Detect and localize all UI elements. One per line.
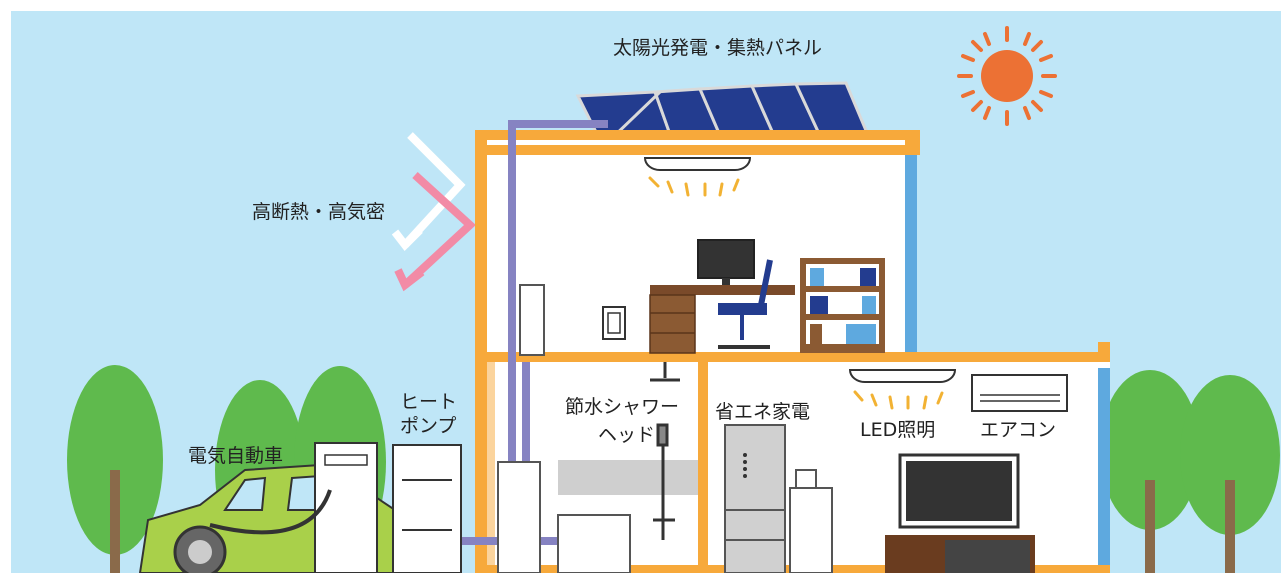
television-icon: [885, 453, 1035, 573]
ev-label: 電気自動車: [188, 445, 284, 467]
sun-icon: [957, 26, 1057, 126]
refrigerator-icon: [724, 424, 786, 573]
solar-panel-label: 太陽光発電・集熱パネル: [613, 37, 823, 59]
ev-charger-icon: [209, 442, 378, 573]
shower-label-line2: ヘッド: [598, 424, 656, 446]
aircon-label: エアコン: [980, 419, 1057, 441]
sink-counter: [789, 469, 833, 573]
arrow-icon: [391, 132, 476, 292]
ceiling-light-icon: [643, 157, 957, 410]
appliances-label: 省エネ家電: [715, 401, 811, 423]
water-tank: [519, 284, 545, 356]
water-heater-icon: [497, 461, 541, 573]
bathtub: [557, 514, 631, 573]
shower-label-line1: 節水シャワー: [565, 396, 680, 418]
air-conditioner-icon: [971, 374, 1068, 412]
bathroom-wall: [558, 460, 698, 495]
heat-pump-label-line2: ポンプ: [400, 415, 457, 437]
insulation-label: 高断熱・高気密: [252, 201, 386, 223]
desk-icon: [649, 285, 795, 354]
heat-pump-icon: [392, 444, 462, 573]
monitor-icon: [697, 239, 755, 285]
bookshelf-icon: [800, 258, 885, 353]
shower-head-icon: [650, 362, 680, 540]
power-outlet-icon: [602, 306, 626, 340]
led-label: LED照明: [860, 419, 936, 441]
heat-pump-label-line1: ヒート: [400, 391, 458, 413]
office-chair-icon: [718, 259, 773, 349]
